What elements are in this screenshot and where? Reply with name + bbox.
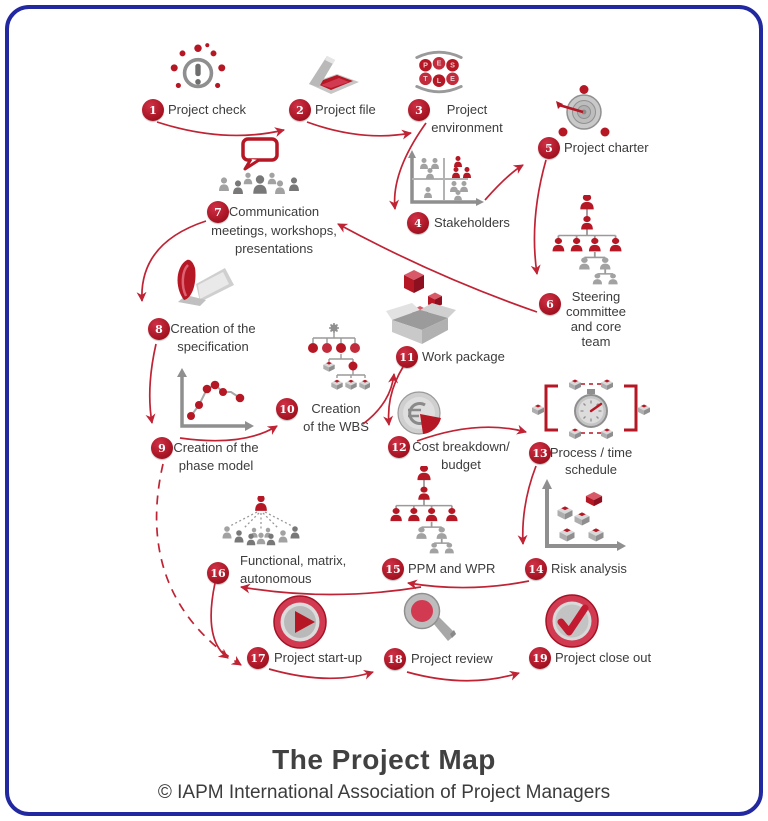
open-box-icon: [386, 270, 456, 344]
check-badge-icon: [545, 594, 599, 648]
org-chart-icon: [548, 195, 626, 287]
step-badge: 4: [407, 212, 429, 234]
step-label: Project review: [411, 651, 493, 666]
svg-text:P: P: [423, 61, 428, 70]
play-button-icon: [273, 595, 327, 649]
copyright-subtitle: © IAPM International Association of Proj…: [157, 782, 611, 803]
step-label: Process / time schedule: [549, 445, 633, 477]
step-badge: 19: [529, 647, 551, 669]
risk-scatter-icon: [542, 479, 626, 551]
svg-text:E: E: [437, 59, 442, 68]
step-badge: 5: [538, 137, 560, 159]
step-label: PPM and WPR: [408, 561, 496, 576]
step-badge: 15: [382, 558, 404, 580]
step-badge: 1: [142, 99, 164, 121]
arrow-1-to-2: [156, 121, 285, 137]
step-label: Project environment: [431, 102, 503, 135]
step-label: Project file: [315, 102, 376, 117]
step-badge: 17: [247, 647, 269, 669]
arrow-13-to-14: [517, 465, 537, 545]
speech-bubble-people-icon: [219, 137, 299, 194]
step-badge: 7: [207, 201, 229, 223]
step-label: Project start-up: [274, 650, 363, 665]
step-badge: 10: [276, 398, 298, 420]
arrow-18-to-19: [406, 670, 520, 682]
step-label: Creation of the specification: [170, 321, 256, 354]
step-badge: 13: [529, 442, 551, 464]
step-label: Stakeholders: [434, 215, 510, 230]
svg-text:E: E: [450, 74, 455, 83]
svg-text:T: T: [423, 74, 428, 83]
step-label: Steering committee and core team: [566, 289, 626, 349]
open-book-icon: [177, 259, 234, 306]
wbs-tree-icon: [308, 323, 370, 390]
delegation-fan-icon: [222, 496, 300, 546]
step-badge: 18: [384, 648, 406, 670]
open-folder-icon: [309, 56, 359, 94]
step-label: Communication meetings, workshops, prese…: [211, 204, 337, 256]
step-badge: 9: [151, 437, 173, 459]
stakeholder-matrix-icon: [408, 150, 484, 206]
title-block: The Project Map © IAPM International Ass…: [0, 744, 768, 804]
step-label: Cost breakdown/ budget: [412, 439, 510, 472]
step-label: Functional, matrix, autonomous: [240, 553, 347, 586]
step-label: Project charter: [564, 140, 649, 155]
pestle-circles-icon: P E S T L E: [415, 50, 463, 94]
arrow-5-to-6: [530, 159, 547, 275]
arrow-8-to-9: [145, 343, 157, 424]
arrow-14-to-15: [407, 579, 530, 590]
step-label: Project check: [168, 102, 247, 117]
svg-text:L: L: [437, 76, 442, 85]
arrow-9-to-17-dashed: [155, 463, 242, 666]
svg-text:S: S: [450, 61, 455, 70]
phase-model-chart-icon: [177, 368, 254, 431]
step-label: Work package: [422, 349, 505, 364]
arrow-4-to-5: [484, 164, 524, 201]
alert-burst-icon: [170, 43, 226, 89]
magnifier-icon: [403, 592, 456, 641]
step-badge: 2: [289, 99, 311, 121]
step-label: Creation of the WBS: [303, 401, 369, 434]
arrow-2-to-3: [306, 121, 412, 140]
step-badge: 11: [396, 346, 418, 368]
step-badge: 16: [207, 562, 229, 584]
stopwatch-brackets-icon: [532, 379, 650, 439]
step-badge: 8: [148, 318, 170, 340]
target-dart-icon: [556, 85, 610, 137]
step-badge: 12: [388, 436, 410, 458]
step-badge: 6: [539, 293, 561, 315]
org-chart-icon: [386, 466, 462, 556]
step-label: Risk analysis: [551, 561, 627, 576]
step-badge: 3: [408, 99, 430, 121]
euro-pie-icon: [397, 391, 441, 435]
step-badge: 14: [525, 558, 547, 580]
arrow-17-to-18: [268, 668, 374, 680]
page-title: The Project Map: [272, 744, 496, 775]
step-label: Project close out: [555, 650, 652, 665]
arrow-16-to-17: [210, 582, 229, 659]
arrow-15-to-16: [240, 583, 422, 596]
step-label: Creation of the phase model: [173, 440, 259, 473]
